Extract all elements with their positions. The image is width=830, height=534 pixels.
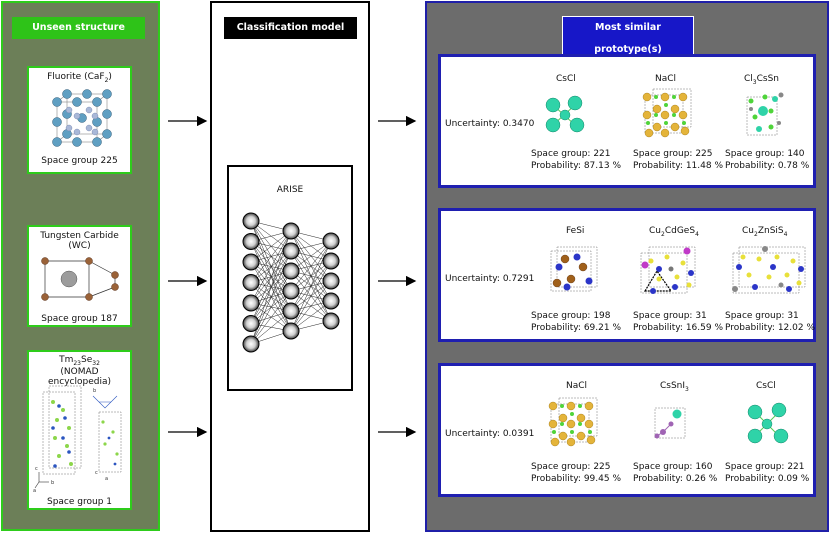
prototype-probability: Probability: 0.26 %	[633, 474, 718, 484]
prototype-space-group: Space group: 221	[725, 462, 805, 472]
network-node	[242, 212, 260, 230]
result-box-fluorite: Uncertainty: 0.3470 CsCl Space group: 22…	[438, 54, 816, 188]
network-node	[322, 272, 340, 290]
prototype-name: CsCl	[556, 74, 576, 84]
fesi-crystal-image	[550, 246, 598, 292]
prototype-name: Cu2CdGeS4	[649, 226, 699, 238]
prototype-space-group: Space group: 140	[725, 149, 805, 159]
prototype-probability: Probability: 87.13 %	[531, 161, 621, 171]
cu2znsis4-crystal-image	[732, 246, 806, 294]
structure-source-nomad: (NOMAD encyclopedia)	[48, 367, 111, 387]
space-group-tm23se32: Space group 1	[46, 497, 112, 507]
structure-name-fluorite: Fluorite (CaF2)	[47, 72, 112, 84]
prototype-name: FeSi	[566, 226, 585, 236]
prototype-probability: Probability: 12.02 %	[725, 323, 815, 333]
tungsten-carbide-crystal-image	[41, 257, 119, 301]
tm23se32-crystal-image: a b c b a c	[33, 385, 122, 492]
network-node	[242, 274, 260, 291]
structure-card-tungsten-carbide: Tungsten Carbide (WC) Space group 187	[27, 225, 132, 327]
uncertainty-value: Uncertainty: 0.7291	[445, 274, 535, 284]
structure-name-tungsten-carbide: Tungsten Carbide (WC)	[40, 231, 119, 251]
svg-text:b: b	[93, 388, 96, 394]
neural-network-diagram	[242, 212, 340, 353]
network-node	[242, 335, 260, 353]
prototype-probability: Probability: 0.09 %	[725, 474, 810, 484]
prototype-name: NaCl	[566, 381, 588, 391]
prototype-space-group: Space group: 225	[531, 462, 611, 472]
prototype-probability: Probability: 99.45 %	[531, 474, 621, 484]
svg-text:c: c	[35, 466, 38, 472]
fluorite-crystal-image	[52, 89, 112, 147]
unseen-structure-title: Unseen structure	[12, 17, 145, 39]
network-node	[322, 252, 340, 270]
prototype-probability: Probability: 69.21 %	[531, 323, 621, 333]
nacl-crystal-image	[548, 397, 598, 447]
network-node	[282, 242, 300, 260]
prototype-name: Cl3CsSn	[744, 74, 780, 86]
arise-network-box: ARISE	[227, 165, 353, 391]
classification-model-title: Classification model	[224, 17, 357, 39]
network-node	[242, 315, 260, 332]
cscl-crystal-image	[545, 95, 585, 133]
cu2cdges4-crystal-image	[640, 246, 696, 294]
result-box-tungsten-carbide: Uncertainty: 0.7291 FeSi Space group: 19…	[438, 208, 816, 342]
arise-label: ARISE	[276, 185, 304, 195]
network-node	[282, 262, 300, 280]
uncertainty-value: Uncertainty: 0.3470	[445, 119, 535, 129]
cssni3-crystal-image	[654, 407, 686, 439]
network-node	[242, 253, 260, 271]
svg-text:a: a	[33, 488, 36, 492]
uncertainty-value: Uncertainty: 0.0391	[445, 429, 535, 439]
space-group-fluorite: Space group 225	[41, 156, 118, 166]
cscl-crystal-image	[747, 402, 789, 444]
prototype-probability: Probability: 0.78 %	[725, 161, 810, 171]
structure-card-tm23se32: Tm23Se32 (NOMAD encyclopedia) a b c b a …	[27, 350, 132, 510]
svg-text:b: b	[51, 480, 54, 486]
prototype-name: CsCl	[756, 381, 776, 391]
structure-card-fluorite: Fluorite (CaF2) Space group 225	[27, 66, 132, 174]
prototype-space-group: Space group: 221	[531, 149, 611, 159]
prototype-probability: Probability: 11.48 %	[633, 161, 723, 171]
network-node	[282, 322, 300, 340]
structure-name-tm23se32: Tm23Se32	[59, 355, 100, 367]
nacl-crystal-image	[642, 88, 692, 138]
network-node	[282, 302, 300, 320]
cl3cssn-crystal-image	[746, 92, 784, 136]
network-node	[282, 282, 300, 300]
prototype-probability: Probability: 16.59 %	[633, 323, 723, 333]
result-box-tm23se32: Uncertainty: 0.0391 NaCl Space group: 22…	[438, 363, 816, 497]
prototype-space-group: Space group: 225	[633, 149, 713, 159]
prototype-name: Cu2ZnSiS4	[742, 226, 788, 238]
prototype-space-group: Space group: 31	[725, 311, 799, 321]
prototype-space-group: Space group: 160	[633, 462, 713, 472]
network-node	[282, 222, 300, 240]
network-node	[322, 232, 340, 250]
network-node	[242, 233, 260, 250]
svg-text:a: a	[105, 476, 108, 482]
prototype-space-group: Space group: 31	[633, 311, 707, 321]
network-node	[242, 294, 260, 312]
network-node	[322, 292, 340, 310]
svg-text:c: c	[95, 470, 98, 476]
prototype-name: CsSnI3	[660, 381, 689, 393]
prototype-name: NaCl	[655, 74, 677, 84]
space-group-tungsten-carbide: Space group 187	[41, 314, 118, 324]
prototype-space-group: Space group: 198	[531, 311, 611, 321]
network-node	[322, 312, 340, 330]
